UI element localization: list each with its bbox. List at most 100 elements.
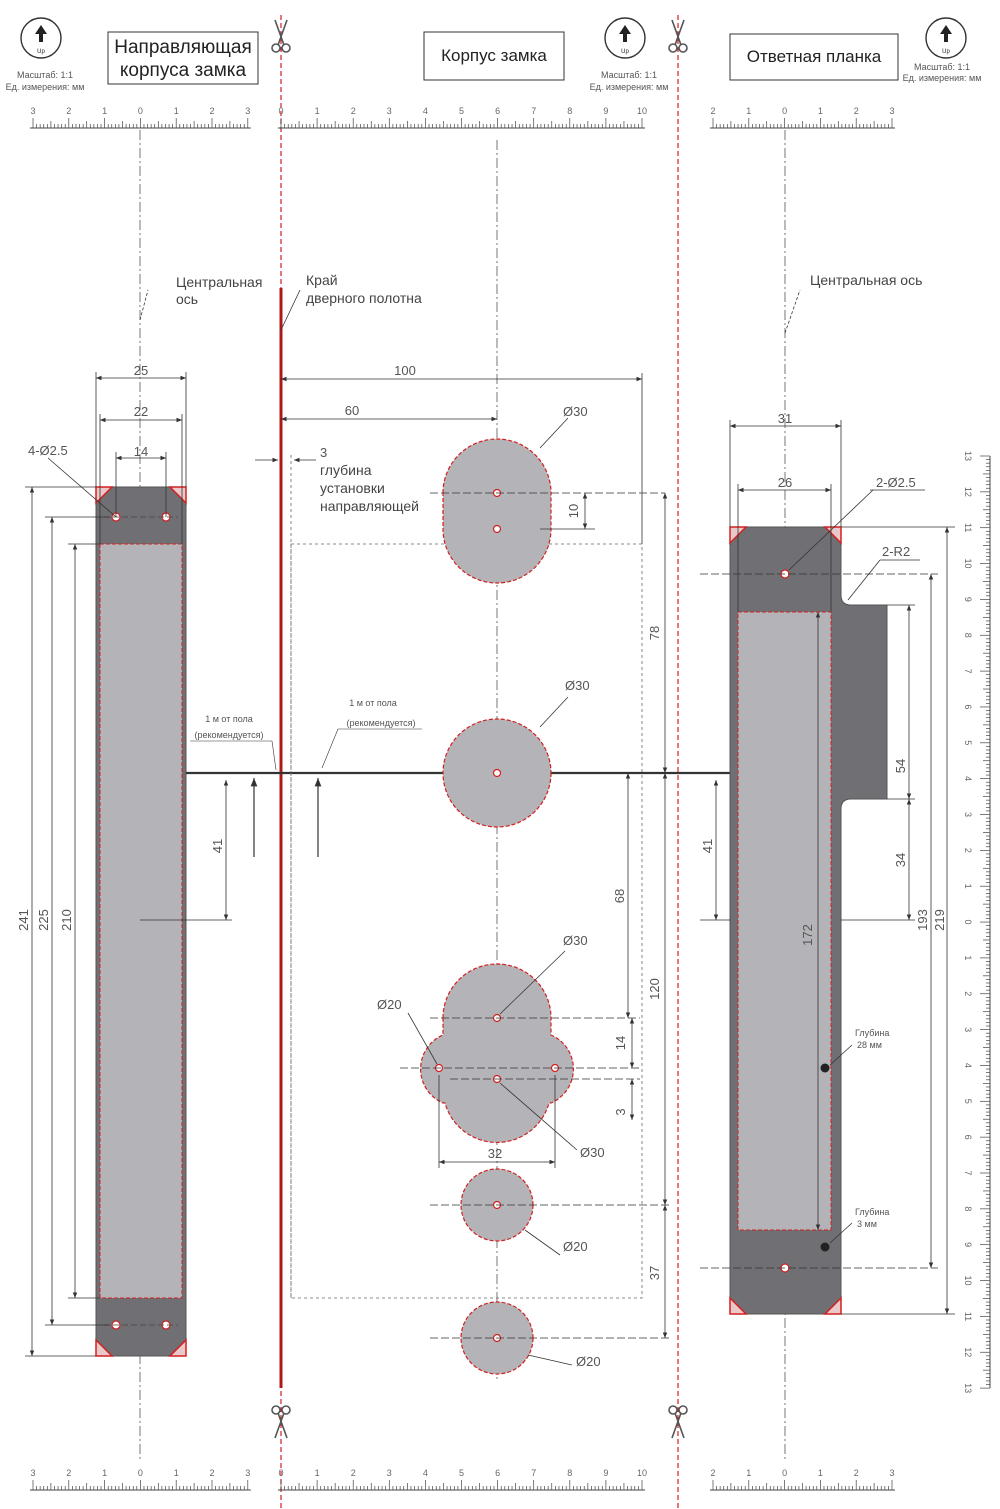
ruler-label: 3 bbox=[387, 1468, 392, 1478]
dim-120: 120 bbox=[647, 978, 662, 1000]
ruler-label: 3 bbox=[30, 1468, 35, 1478]
ruler-label: 1 bbox=[818, 1468, 823, 1478]
ruler-label: 3 bbox=[963, 812, 973, 817]
ruler-label: 5 bbox=[963, 740, 973, 745]
ruler-label: 2 bbox=[710, 106, 715, 116]
dim-34: 34 bbox=[893, 853, 908, 867]
dim-37: 37 bbox=[647, 1266, 662, 1280]
ruler-label: 0 bbox=[963, 920, 973, 925]
up-arrow-icon: Up bbox=[604, 17, 646, 59]
ruler-label: 5 bbox=[459, 1468, 464, 1478]
door-edge-label-2: дверного полотна bbox=[306, 290, 422, 306]
ruler-label: 3 bbox=[963, 1027, 973, 1032]
ruler-label: 1 bbox=[963, 955, 973, 960]
ruler-label: 1 bbox=[315, 1468, 320, 1478]
ruler-label: 4 bbox=[963, 776, 973, 781]
depth-label-3: направляющей bbox=[320, 498, 419, 514]
dim-225: 225 bbox=[36, 909, 51, 931]
guide-plate-cutout bbox=[99, 543, 183, 1299]
guide-dimensions bbox=[25, 289, 232, 1357]
ruler-label: 4 bbox=[963, 1063, 973, 1068]
ruler-label: 10 bbox=[963, 1276, 973, 1286]
up-label: Up bbox=[942, 49, 950, 55]
scissors-icon bbox=[271, 1405, 291, 1439]
units-text: Ед. измерения: мм bbox=[590, 82, 669, 92]
ruler-label: 3 bbox=[387, 106, 392, 116]
floor-note-right-2: (рекомендуется) bbox=[347, 718, 416, 728]
ruler-label: 8 bbox=[567, 1468, 572, 1478]
dim-41-left: 41 bbox=[210, 839, 225, 853]
ruler-label: 11 bbox=[963, 1312, 973, 1321]
dim-3: 3 bbox=[320, 445, 327, 460]
dim-holes-strike: 2-Ø2.5 bbox=[876, 475, 916, 490]
ruler-label: 6 bbox=[495, 1468, 500, 1478]
dim-241: 241 bbox=[16, 909, 31, 931]
dim-78: 78 bbox=[647, 626, 662, 640]
ruler-label: 2 bbox=[209, 1468, 214, 1478]
dim-14b: 14 bbox=[613, 1036, 628, 1050]
ruler-label: 1 bbox=[102, 1468, 107, 1478]
ruler-label: 9 bbox=[603, 106, 608, 116]
ruler-label: 6 bbox=[963, 1135, 973, 1140]
dim-14: 14 bbox=[134, 444, 148, 459]
ruler-label: 3 bbox=[30, 106, 35, 116]
ruler-label: 2 bbox=[854, 1468, 859, 1478]
title-guide-line2: корпуса замка bbox=[120, 60, 247, 81]
ruler-label: 1 bbox=[174, 1468, 179, 1478]
dim-phi30-3: Ø30 bbox=[563, 933, 588, 948]
title-body: Корпус замка bbox=[441, 46, 547, 65]
depth-marker-dot bbox=[820, 1063, 830, 1073]
title-strike: Ответная планка bbox=[747, 47, 882, 66]
up-arrow-icon: Up bbox=[925, 17, 967, 59]
up-label: Up bbox=[621, 49, 629, 55]
ruler-label: 0 bbox=[782, 1468, 787, 1478]
dim-41-right: 41 bbox=[700, 839, 715, 853]
ruler-label: 10 bbox=[637, 106, 647, 116]
ruler-label: 7 bbox=[531, 1468, 536, 1478]
dim-phi20-1: Ø20 bbox=[377, 997, 402, 1012]
scissors-icon bbox=[271, 19, 291, 53]
ruler-label: 3 bbox=[889, 1468, 894, 1478]
ruler-label: 1 bbox=[746, 1468, 751, 1478]
depth-3mm-label-1: Глубина bbox=[855, 1207, 889, 1217]
units-text: Ед. измерения: мм bbox=[6, 82, 85, 92]
top-slot-cutout bbox=[442, 438, 552, 584]
ruler-label: 1 bbox=[102, 106, 107, 116]
ruler-label: 0 bbox=[278, 1468, 283, 1478]
scissors-icon bbox=[668, 1405, 688, 1439]
ruler-label: 9 bbox=[603, 1468, 608, 1478]
cylinder-hole bbox=[419, 963, 575, 1143]
ruler-label: 1 bbox=[174, 106, 179, 116]
ruler-label: 10 bbox=[637, 1468, 647, 1478]
dim-phi20-3: Ø20 bbox=[576, 1354, 601, 1369]
ruler-label: 2 bbox=[710, 1468, 715, 1478]
ruler-label: 3 bbox=[889, 106, 894, 116]
ruler-label: 7 bbox=[963, 1170, 973, 1175]
depth-28-label-2: 28 мм bbox=[857, 1040, 882, 1050]
ruler-label: 3 bbox=[245, 1468, 250, 1478]
ruler-label: 2 bbox=[66, 106, 71, 116]
strike-plate bbox=[729, 526, 888, 1315]
depth-label-1: глубина bbox=[320, 462, 372, 478]
dim-31: 31 bbox=[778, 411, 792, 426]
ruler-label: 7 bbox=[963, 669, 973, 674]
dim-172: 172 bbox=[800, 924, 815, 946]
ruler-label: 8 bbox=[963, 633, 973, 638]
lock-body bbox=[290, 438, 643, 1375]
dim-phi20-2: Ø20 bbox=[563, 1239, 588, 1254]
ruler-label: 5 bbox=[963, 1099, 973, 1104]
up-arrow-icon: Up bbox=[20, 17, 62, 59]
up-label: Up bbox=[37, 49, 45, 55]
dim-210: 210 bbox=[59, 909, 74, 931]
dim-3b: 3 bbox=[613, 1108, 628, 1115]
ruler-label: 4 bbox=[423, 106, 428, 116]
ruler-label: 1 bbox=[818, 106, 823, 116]
ruler-label: 8 bbox=[963, 1206, 973, 1211]
dim-100: 100 bbox=[394, 363, 416, 378]
ruler-label: 0 bbox=[782, 106, 787, 116]
dim-10: 10 bbox=[566, 504, 581, 518]
ruler-label: 6 bbox=[495, 106, 500, 116]
dim-219: 219 bbox=[932, 909, 947, 931]
ruler-label: 2 bbox=[66, 1468, 71, 1478]
